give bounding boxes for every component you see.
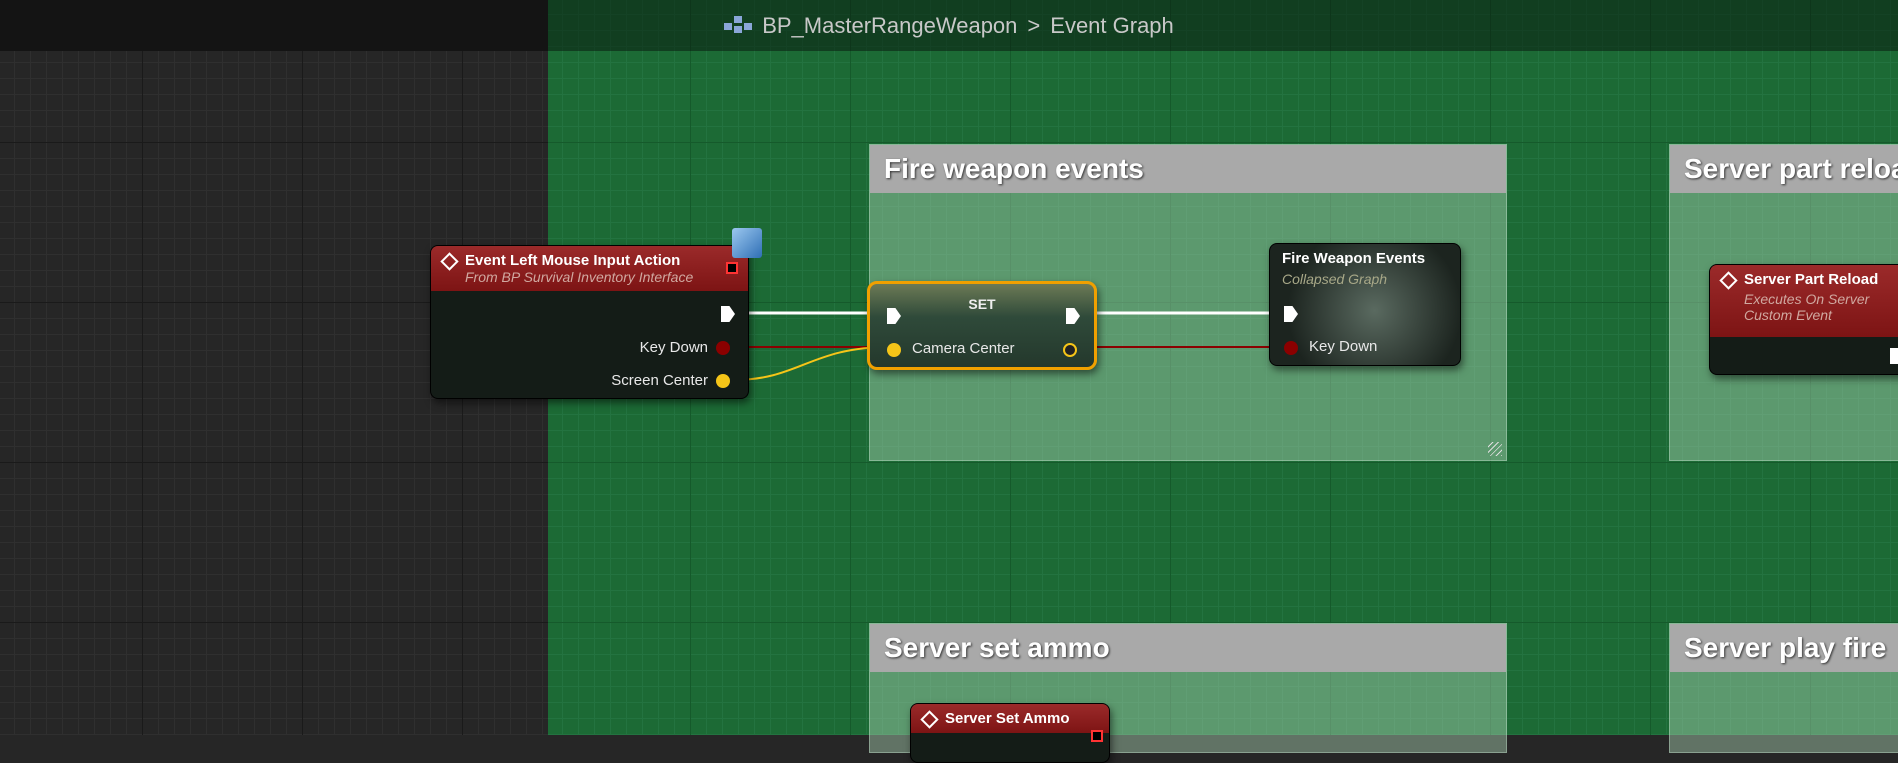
camera-center-label: Camera Center (912, 340, 1015, 357)
fire-weapon-events-collapsed-node[interactable]: Fire Weapon Events Collapsed Graph Key D… (1269, 243, 1461, 366)
comment-title: Server play fire (1670, 624, 1898, 672)
node-title: Server Part Reload (1744, 271, 1879, 288)
key-down-in-pin[interactable] (1284, 341, 1298, 355)
server-set-ammo-node[interactable]: Server Set Ammo (910, 703, 1110, 763)
server-part-reload-node[interactable]: Server Part Reload Executes On Server Cu… (1709, 264, 1898, 375)
comment-title: Server part reload (1670, 145, 1898, 193)
node-subtitle-2: Custom Event (1744, 307, 1832, 323)
graph-breadcrumb-bar: BP_MasterRangeWeapon > Event Graph (0, 0, 1898, 51)
comment-title: Fire weapon events (870, 145, 1506, 193)
event-left-mouse-input-action-node[interactable]: Event Left Mouse Input Action From BP Su… (430, 228, 762, 399)
camera-center-in-pin[interactable] (887, 343, 901, 357)
replicated-indicator-icon (1091, 730, 1103, 742)
node-title: Server Set Ammo (945, 710, 1070, 727)
graph-background-green[interactable] (548, 0, 1898, 735)
event-icon (1719, 271, 1738, 290)
set-camera-center-node[interactable]: SET Camera Center (867, 281, 1097, 370)
event-icon (440, 252, 459, 271)
exec-in-pin[interactable] (1284, 306, 1298, 322)
breadcrumb-separator: > (1027, 12, 1041, 38)
key-down-label: Key Down (1309, 338, 1378, 355)
exec-out-pin[interactable] (721, 306, 735, 322)
node-subtitle: Executes On Server (1744, 291, 1870, 307)
screen-center-pin[interactable] (716, 374, 730, 388)
node-subtitle: Collapsed Graph (1282, 271, 1388, 287)
node-title: SET (968, 296, 996, 312)
screen-center-pin-label: Screen Center (611, 372, 708, 389)
comment-title: Server set ammo (870, 624, 1506, 672)
key-down-pin-label: Key Down (639, 339, 708, 356)
exec-out-pin[interactable] (1890, 348, 1898, 364)
screen-center-wire (732, 346, 891, 381)
breadcrumb-graph[interactable]: Event Graph (1050, 12, 1174, 38)
key-down-pin[interactable] (716, 341, 730, 355)
node-title: Event Left Mouse Input Action (465, 252, 681, 269)
comment-server-play-fire[interactable]: Server play fire (1669, 623, 1898, 753)
resize-grip-icon[interactable] (1488, 442, 1502, 456)
breadcrumb-blueprint[interactable]: BP_MasterRangeWeapon (762, 12, 1018, 38)
node-title: Fire Weapon Events (1282, 250, 1426, 267)
blueprint-icon (724, 15, 753, 36)
interface-icon (732, 228, 762, 258)
camera-center-out-pin[interactable] (1063, 343, 1077, 357)
event-icon (920, 710, 939, 729)
exec-in-pin[interactable] (887, 308, 901, 324)
node-subtitle: From BP Survival Inventory Interface (465, 269, 694, 285)
replicated-indicator-icon (726, 262, 738, 274)
exec-out-pin[interactable] (1066, 308, 1080, 324)
